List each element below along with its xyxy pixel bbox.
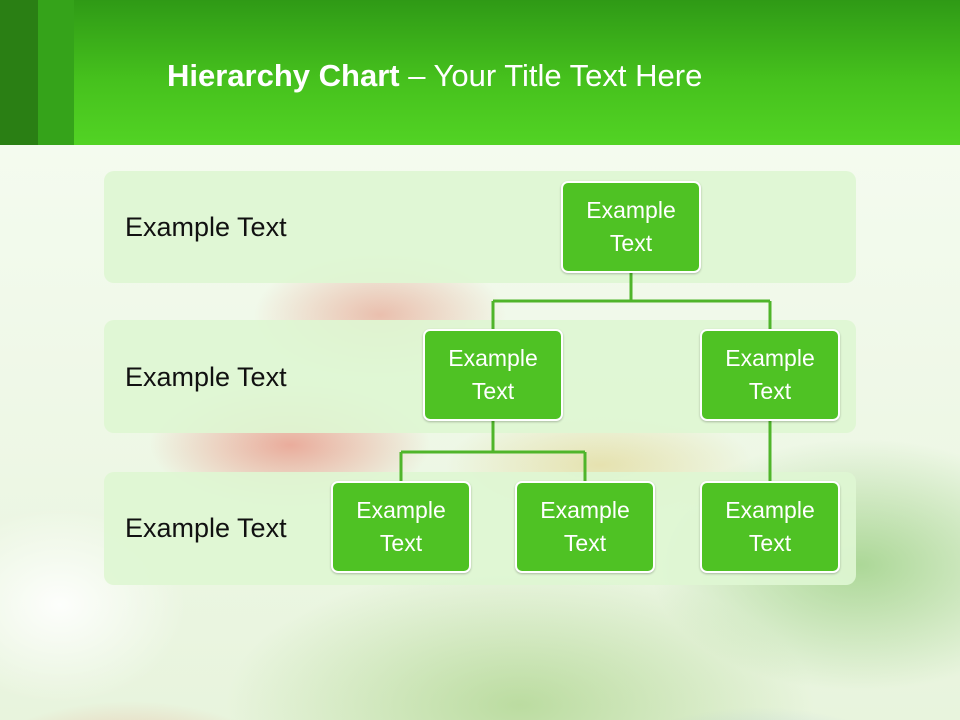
- org-node-level2-left[interactable]: Example Text: [423, 329, 563, 421]
- org-node-level3-c-label: Example Text: [725, 497, 815, 556]
- org-node-level3-a-label: Example Text: [356, 497, 446, 556]
- org-node-root-label: Example Text: [586, 197, 676, 256]
- org-node-level3-c[interactable]: Example Text: [700, 481, 840, 573]
- level-label-3: Example Text: [125, 513, 287, 543]
- org-node-level2-right-label: Example Text: [725, 345, 815, 404]
- org-node-root[interactable]: Example Text: [561, 181, 701, 273]
- slide-title-bold: Hierarchy Chart: [167, 58, 400, 93]
- level-label-2: Example Text: [125, 362, 287, 392]
- org-node-level2-right[interactable]: Example Text: [700, 329, 840, 421]
- org-node-level3-b[interactable]: Example Text: [515, 481, 655, 573]
- org-node-level2-left-label: Example Text: [448, 345, 538, 404]
- level-label-1: Example Text: [125, 212, 287, 242]
- level-band-1: [104, 171, 856, 283]
- org-node-level3-b-label: Example Text: [540, 497, 630, 556]
- title-bar: Hierarchy Chart – Your Title Text Here: [0, 0, 960, 145]
- header-stripe-dark: [0, 0, 38, 145]
- slide-title: Hierarchy Chart – Your Title Text Here: [167, 56, 702, 96]
- org-node-level3-a[interactable]: Example Text: [331, 481, 471, 573]
- slide-title-rest: – Your Title Text Here: [399, 58, 703, 93]
- header-stripe-mid: [38, 0, 74, 145]
